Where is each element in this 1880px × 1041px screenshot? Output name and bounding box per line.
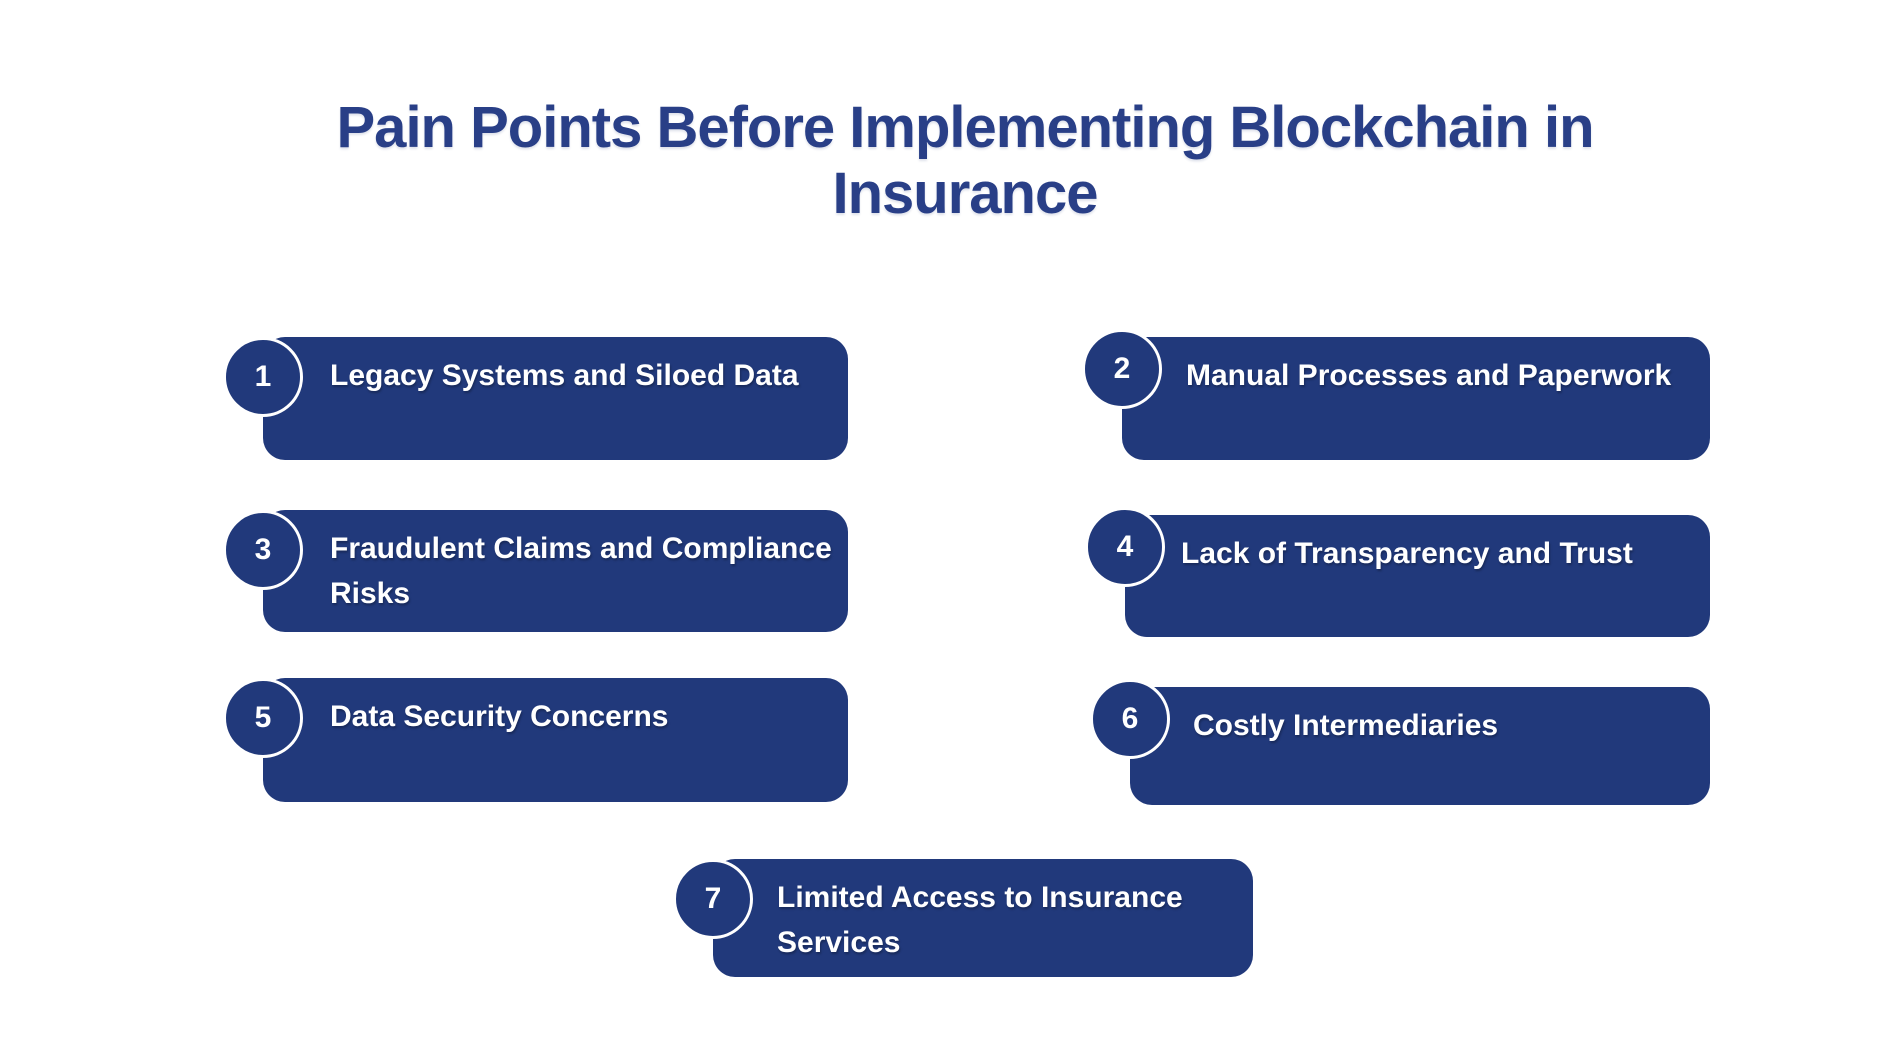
pain-point-label-7: Limited Access to Insurance Services [713,859,1253,965]
number-badge-1-label: 1 [254,360,272,393]
pain-point-label-5: Data Security Concerns [263,678,848,739]
number-badge-7-label: 7 [704,882,722,915]
pain-point-label-4-line-1: Lack of Transparency and Trust [1181,537,1633,570]
pain-point-card-2: 2 Manual Processes and Paperwork [1082,329,1710,460]
pain-point-card-5: 5 Data Security Concerns [223,678,848,802]
pain-point-label-7-line-1: Limited Access to Insurance [777,881,1183,914]
pain-point-card-1: 1 Legacy Systems and Siloed Data [223,337,848,460]
pain-point-card-6: 6 Costly Intermediaries [1090,679,1710,805]
pain-point-label-7-line-2: Services [777,926,901,959]
number-badge-7: 7 [673,859,753,939]
number-badge-6-label: 6 [1121,702,1139,735]
pain-point-label-1-line-1: Legacy Systems and Siloed Data [330,359,799,392]
number-badge-2-label: 2 [1113,352,1131,385]
number-badge-4-label: 4 [1116,530,1134,563]
page-title-line-1: Pain Points Before Implementing Blockcha… [336,94,1595,160]
number-badge-2: 2 [1082,329,1162,409]
number-badge-3: 3 [223,510,303,590]
pain-point-label-6: Costly Intermediaries [1130,687,1710,748]
number-badge-3-label: 3 [254,533,272,566]
pain-point-label-5-line-1: Data Security Concerns [330,700,669,733]
page-title-line-2: Insurance [832,160,1099,226]
pain-point-label-3: Fraudulent Claims and Compliance Risks [263,510,848,616]
pain-point-card-3: 3 Fraudulent Claims and Compliance Risks [223,510,848,632]
number-badge-4: 4 [1085,507,1165,587]
pain-point-label-2: Manual Processes and Paperwork [1122,337,1710,398]
number-badge-5-label: 5 [254,701,272,734]
number-badge-1: 1 [223,337,303,417]
pain-point-label-2-line-1: Manual Processes and Paperwork [1186,359,1672,392]
pain-point-card-4: 4 Lack of Transparency and Trust [1085,507,1710,637]
pain-point-label-3-line-1: Fraudulent Claims and Compliance [330,532,832,565]
number-badge-6: 6 [1090,679,1170,759]
pain-point-card-7: 7 Limited Access to Insurance Services [673,859,1253,977]
page-title: Pain Points Before Implementing Blockcha… [0,95,1880,227]
number-badge-5: 5 [223,678,303,758]
pain-point-label-3-line-2: Risks [330,577,411,610]
pain-point-label-6-line-1: Costly Intermediaries [1193,709,1499,742]
pain-point-label-1: Legacy Systems and Siloed Data [263,337,848,398]
pain-point-label-4: Lack of Transparency and Trust [1125,515,1710,576]
